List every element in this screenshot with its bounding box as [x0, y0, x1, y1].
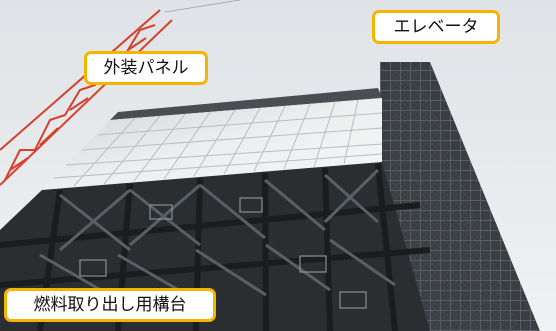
frame-highlights	[79, 197, 367, 309]
outer-panel-facade	[42, 98, 382, 190]
callout-elevator: エレベータ	[372, 10, 500, 44]
callout-fuel-platform: 燃料取り出し用構台	[4, 288, 216, 322]
panel-grid	[53, 99, 383, 187]
roof-edge	[110, 88, 382, 120]
steel-braces	[39, 168, 396, 302]
crane-cable	[164, 0, 241, 13]
crane	[0, 9, 173, 186]
callout-outer-panel: 外装パネル	[84, 51, 208, 85]
